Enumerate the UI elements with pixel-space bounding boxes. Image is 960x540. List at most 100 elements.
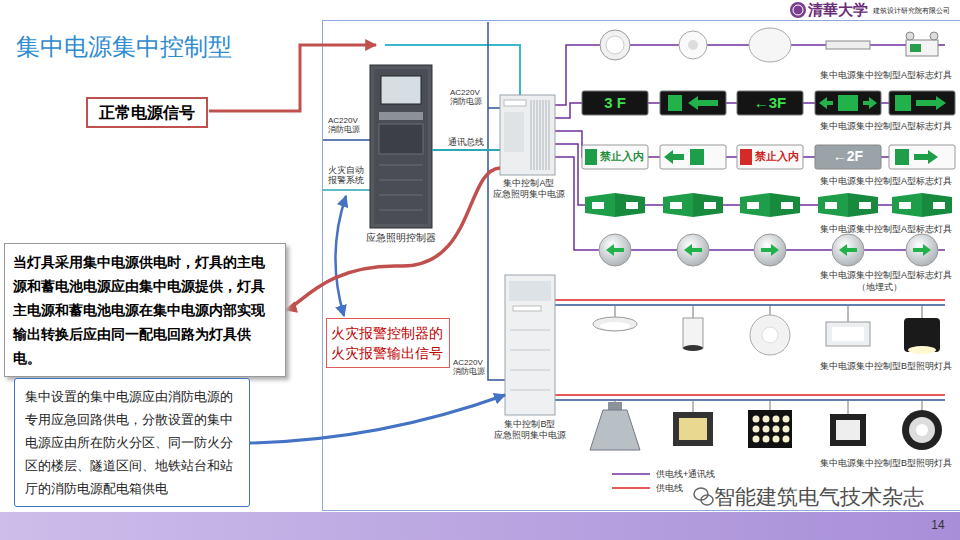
sign-row: [815, 91, 881, 115]
controller-cabinet-drawing: [379, 124, 423, 154]
wedge-sign-row: [585, 193, 952, 217]
lighting-fixture-row: [748, 410, 792, 448]
sign-row: [668, 95, 682, 111]
fixture-label: 集中电源集中控制型A型标志灯具: [820, 224, 956, 235]
wiring: [323, 139, 370, 141]
wedge-sign-row: [615, 193, 645, 217]
light-fixture-row: [906, 40, 938, 56]
power-cabinet: 集中控制B型 应急照明集中电源: [505, 275, 555, 415]
lighting-fixture-row: [590, 410, 640, 450]
floor-light-row: [599, 234, 631, 266]
wedge-sign-row: [818, 193, 848, 217]
power-cabinet-drawing: [513, 306, 541, 311]
light-fixture-row: [600, 28, 938, 62]
lighting-fixture-row: [590, 402, 942, 450]
light-fixture-row: [600, 30, 630, 60]
null: [773, 426, 780, 433]
wedge-sign-row: [825, 202, 837, 209]
legend-text: 供电线+通讯线: [656, 469, 715, 479]
wedge-sign-row: [585, 193, 615, 217]
sign-row: [582, 91, 955, 115]
sign-row: [740, 149, 752, 165]
wedge-sign-row: [922, 193, 952, 217]
light-fixture-row: [906, 32, 914, 40]
floor-light-row: [913, 244, 931, 256]
null: [783, 416, 790, 423]
fixture-label: 集中电源集中控制型A型标志灯具: [820, 121, 956, 132]
fixture-label: 集中电源集中控制型B型照明灯具: [820, 361, 956, 372]
wiring: [555, 304, 945, 306]
lighting-fixture-row: [683, 318, 703, 348]
lighting-fixture-row: [909, 417, 935, 443]
null: [783, 426, 790, 433]
wiring: [488, 107, 500, 109]
sign-text: 禁止入内: [598, 150, 646, 163]
legend-line-sample: [612, 487, 650, 489]
connector-label: 通讯总线: [447, 137, 485, 147]
wedge-sign-row: [626, 202, 638, 209]
cabinet-label: 集中控制A型 应急照明集中电源: [491, 178, 567, 200]
light-fixture-row: [679, 31, 707, 59]
sign-row: [585, 149, 597, 165]
power-cabinet-drawing: [509, 281, 551, 301]
power-cabinet-drawing: [500, 95, 555, 175]
watermark-icon: [694, 488, 713, 505]
lighting-fixture-row: [593, 315, 940, 355]
floor-light-row: [684, 244, 702, 256]
wedge-sign-row: [781, 202, 793, 209]
null: [763, 426, 770, 433]
wedge-sign-row: [892, 193, 922, 217]
wire-label: 火灾自动报警系统: [328, 166, 366, 186]
controller-cabinet-drawing: [379, 165, 423, 210]
legend-row: 供电线+通讯线: [656, 469, 715, 479]
sign-row: [737, 145, 803, 169]
power-cabinet-drawing: [531, 100, 549, 170]
wiring: [555, 299, 945, 301]
slide-frame: [793, 5, 803, 15]
light-fixture-row: [910, 44, 921, 52]
sign-row: [660, 145, 726, 169]
connector: [432, 149, 500, 151]
sign-row: [895, 95, 911, 111]
wedge-sign-row: [859, 202, 871, 209]
light-fixture-row: [606, 36, 624, 54]
lighting-fixture-row: [683, 345, 703, 351]
controller-cabinet: 应急照明控制器: [370, 65, 432, 228]
wedge-sign-row: [670, 202, 682, 209]
lighting-fixture-row: [832, 327, 864, 341]
sign-row: [737, 91, 803, 115]
controller-cabinet-drawing: [370, 65, 432, 228]
power-cabinet-drawing: [504, 112, 524, 152]
wedge-sign-row: [592, 202, 604, 209]
watermark: 智能建筑电气技术杂志: [714, 485, 940, 509]
floor-light-row: [761, 244, 779, 256]
null: [753, 416, 760, 423]
lighting-fixture-row: [679, 418, 707, 440]
lighting-fixture-row: [836, 420, 860, 440]
box-text: 火灾报警控制器的 火灾报警输出信号: [331, 323, 445, 363]
sign-row: [889, 91, 955, 115]
floor-light-row: [599, 234, 938, 266]
light-fixture-row: [826, 41, 870, 49]
power-cabinet-drawing: [500, 95, 555, 415]
sign-text: ←2F: [815, 148, 881, 165]
legend-line-sample: [612, 473, 650, 475]
power-cabinet-drawing: [510, 330, 550, 390]
sign-text: 3 F: [582, 94, 648, 112]
sign-row: [664, 150, 684, 164]
sign-row: [895, 149, 909, 165]
floor-light-row: [906, 234, 938, 266]
wedge-sign-row: [747, 202, 759, 209]
fixture-label: 集中电源集中控制型B型照明灯具: [820, 458, 956, 469]
lighting-fixture-row: [608, 402, 622, 410]
wire-label: AC220V 消防电源: [450, 88, 486, 106]
floor-light-row: [606, 244, 624, 256]
wedge-sign-row: [693, 193, 723, 217]
null: [783, 436, 790, 443]
wedge-sign-row: [663, 193, 693, 217]
sign-text: ←3F: [737, 94, 803, 112]
controller-cabinet-drawing: [379, 112, 423, 120]
light-fixture-row: [930, 32, 938, 40]
wiring: [209, 22, 945, 414]
callout-box: 火灾报警控制器的 火灾报警输出信号: [326, 318, 450, 368]
